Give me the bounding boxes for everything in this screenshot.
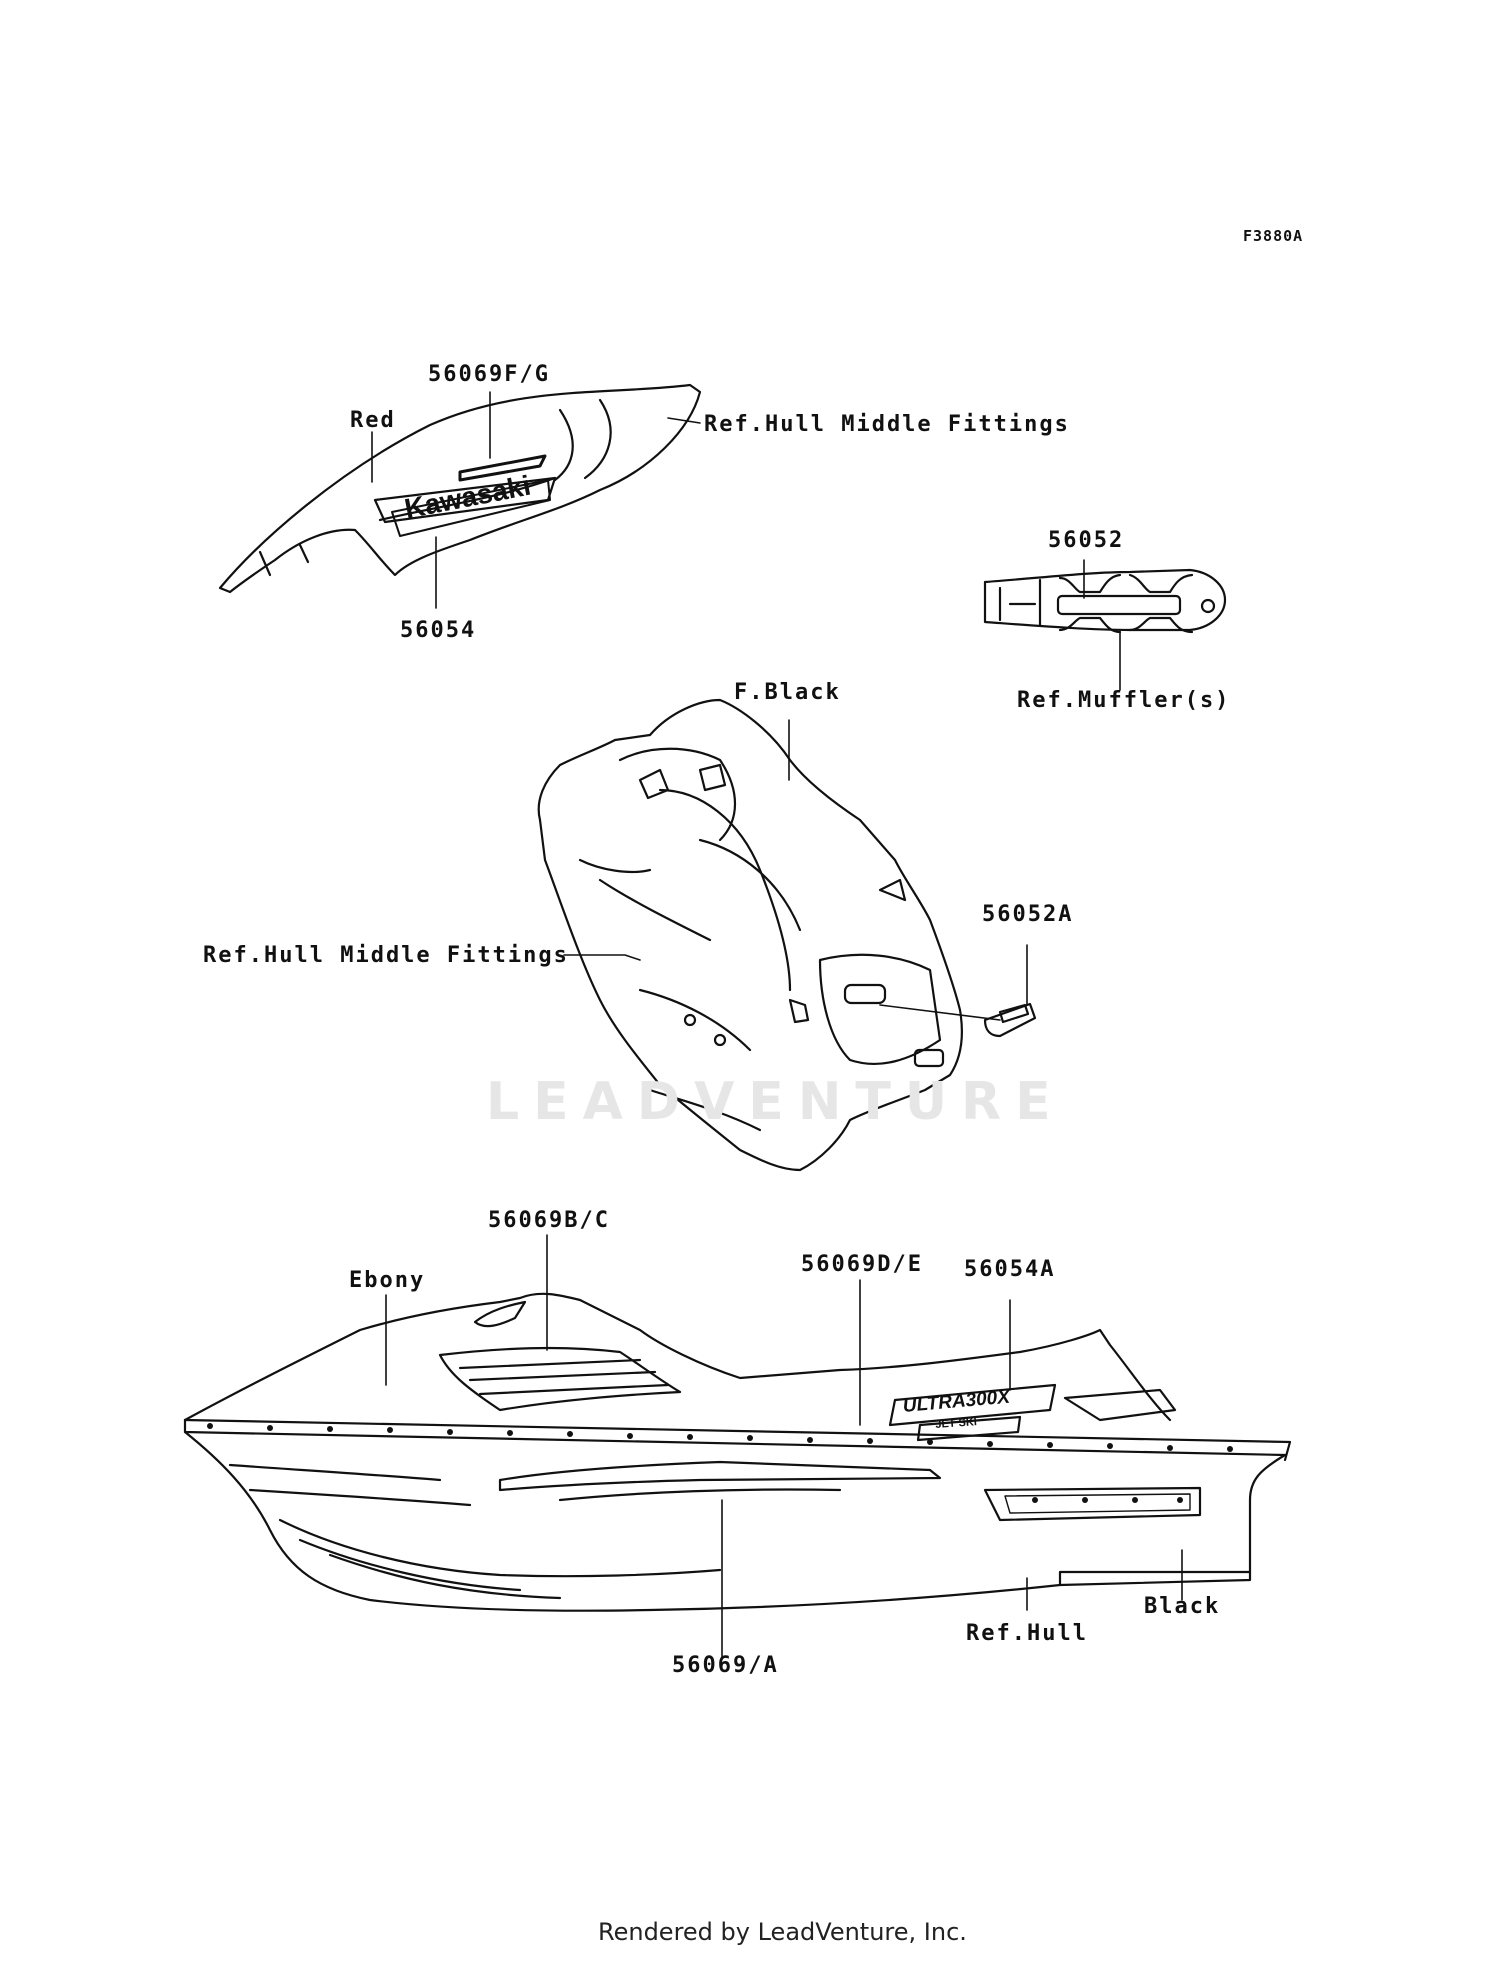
callout-56054A: 56054A bbox=[964, 1257, 1056, 1282]
callout-ref-mufflers: Ref.Muffler(s) bbox=[1017, 688, 1231, 713]
callout-56052: 56052 bbox=[1048, 528, 1125, 553]
watermark-text: LEADVENTURE bbox=[486, 1072, 1065, 1132]
callout-56069DE: 56069D/E bbox=[801, 1252, 923, 1277]
hull-middle-fittings-part bbox=[537, 698, 964, 1172]
kawasaki-decal bbox=[391, 479, 551, 537]
callout-ref-hull-middle-fittings-mid: Ref.Hull Middle Fittings bbox=[203, 943, 569, 968]
callout-56054: 56054 bbox=[400, 618, 477, 643]
callout-f-black: F.Black bbox=[734, 680, 841, 705]
callout-black: Black bbox=[1144, 1594, 1221, 1619]
footer-credit: Rendered by LeadVenture, Inc. bbox=[598, 1918, 967, 1946]
callout-56069FG: 56069F/G bbox=[428, 362, 550, 387]
decal-56052A-part bbox=[983, 1002, 1037, 1038]
callout-56069A: 56069/A bbox=[672, 1653, 779, 1678]
callout-red: Red bbox=[350, 408, 396, 433]
leader-lines bbox=[371, 391, 1183, 1659]
callout-ref-hull: Ref.Hull bbox=[966, 1621, 1088, 1646]
muffler-part bbox=[983, 568, 1227, 634]
hull-part bbox=[183, 1292, 1292, 1612]
figure-code: F3880A bbox=[1243, 227, 1304, 245]
callout-ref-hull-middle-fittings-top: Ref.Hull Middle Fittings bbox=[704, 412, 1070, 437]
callout-56069BC: 56069B/C bbox=[488, 1208, 610, 1233]
callout-56052A: 56052A bbox=[982, 902, 1074, 927]
callout-ebony: Ebony bbox=[349, 1268, 426, 1293]
